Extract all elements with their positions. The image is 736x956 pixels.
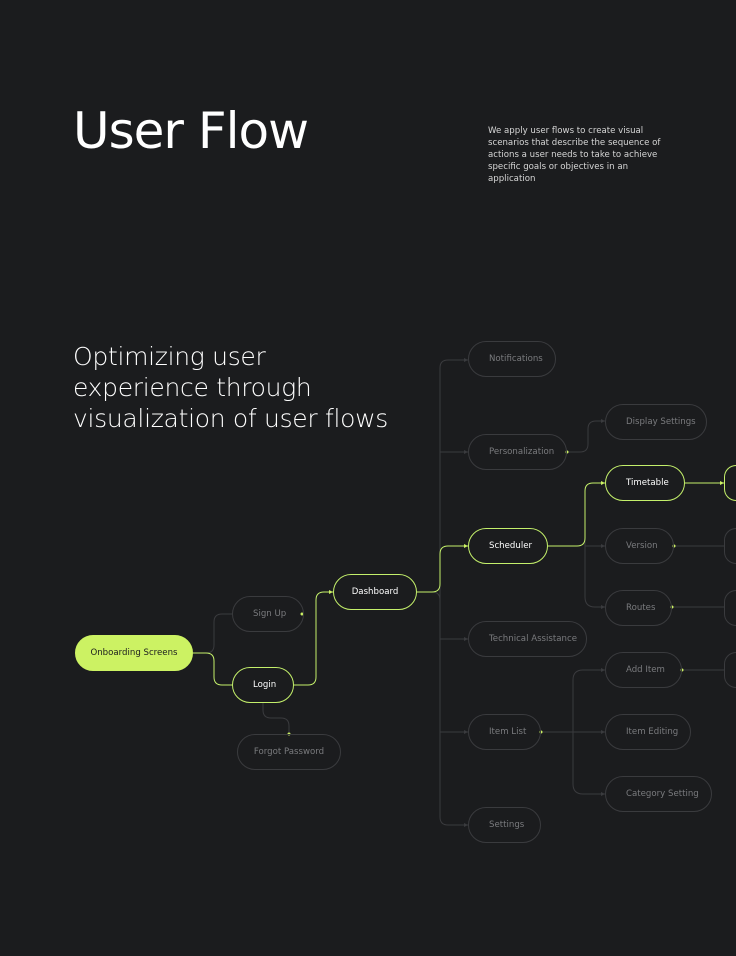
arrow-head	[601, 792, 605, 796]
node-offscreen-version-child	[724, 528, 736, 564]
arrow-head	[720, 481, 724, 485]
connector-scheduler-version	[584, 520, 605, 608]
node-personalization[interactable]: Personalization	[468, 434, 567, 470]
node-add-item[interactable]: Add Item	[605, 652, 682, 688]
node-display-settings[interactable]: Display Settings	[605, 404, 707, 440]
arrow-head	[464, 637, 468, 641]
arrow-head	[464, 823, 468, 827]
node-sign-up[interactable]: Sign Up	[232, 596, 304, 632]
node-scheduler[interactable]: Scheduler	[468, 528, 548, 564]
arrow-head	[464, 450, 468, 454]
connector-onboarding-signup	[193, 613, 232, 654]
connector-dashboard-scheduler	[417, 545, 468, 593]
connector-itemlist-trunk	[541, 669, 605, 795]
node-dashboard[interactable]: Dashboard	[333, 574, 417, 610]
node-offscreen-routes-child	[724, 590, 736, 626]
arrow-head	[464, 730, 468, 734]
node-timetable[interactable]: Timetable	[605, 465, 685, 501]
section-subtitle: Optimizing user experience through visua…	[73, 342, 389, 433]
node-notifications[interactable]: Notifications	[468, 341, 556, 377]
arrow-head	[464, 544, 468, 548]
node-forgot-password[interactable]: Forgot Password	[237, 734, 341, 770]
node-technical-assistance[interactable]: Technical Assistance	[468, 621, 587, 657]
connector-login-dashboard	[294, 591, 333, 686]
connector-login-forgot	[262, 702, 290, 734]
node-offscreen-additem-child	[724, 652, 736, 688]
arrow-head	[329, 590, 333, 594]
page-description: We apply user flows to create visual sce…	[488, 126, 661, 184]
node-onboarding-screens[interactable]: Onboarding Screens	[75, 635, 193, 671]
arrow-head	[601, 544, 605, 548]
connector-dashboard-stub	[417, 591, 441, 601]
connector-onboarding-login	[193, 652, 232, 686]
arrow-head	[601, 730, 605, 734]
page-title: User Flow	[73, 102, 309, 160]
arrow-head	[464, 358, 468, 362]
connector-dashboard-trunk	[439, 359, 468, 826]
connector-personalization-display	[567, 420, 605, 453]
arrow-head	[601, 605, 605, 609]
node-category-setting[interactable]: Category Setting	[605, 776, 712, 812]
connector-scheduler-timetable	[548, 482, 605, 547]
arrow-head	[601, 481, 605, 485]
node-version[interactable]: Version	[605, 528, 674, 564]
node-item-list[interactable]: Item List	[468, 714, 541, 750]
node-item-editing[interactable]: Item Editing	[605, 714, 691, 750]
arrow-head	[601, 668, 605, 672]
node-settings[interactable]: Settings	[468, 807, 541, 843]
node-login[interactable]: Login	[232, 667, 294, 703]
node-offscreen-timetable-child	[724, 465, 736, 501]
node-routes[interactable]: Routes	[605, 590, 672, 626]
arrow-head	[601, 419, 605, 423]
